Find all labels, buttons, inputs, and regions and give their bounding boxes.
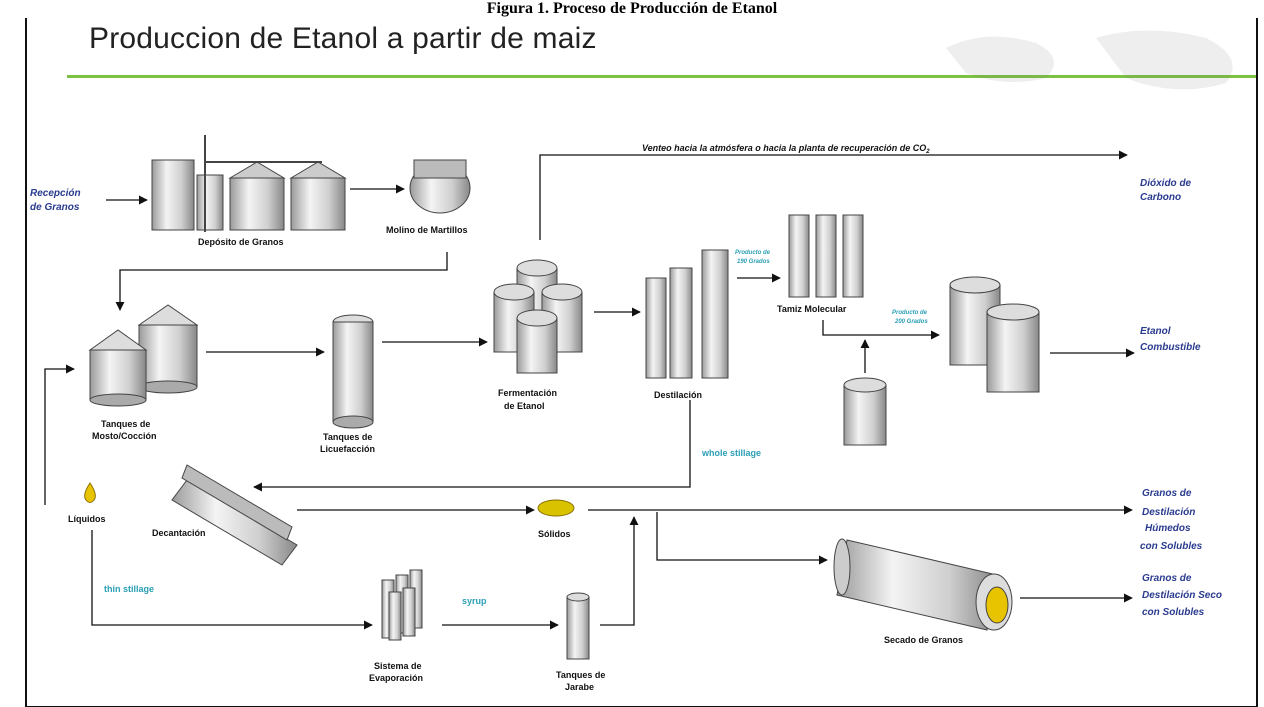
hammer-mill-icon [409,159,471,214]
flow-arrows [44,150,1135,630]
label-tanques-mosto-1: Tanques de [101,419,150,429]
label-tanques-mosto-2: Mosto/Cocción [92,431,157,441]
label-producto190-1: Producto de [735,250,771,256]
liquid-drop-icon [84,482,96,503]
process-diagram: Recepción de Granos Depósito de Granos M… [30,135,1222,692]
title-underline [67,75,1256,78]
label-solidos: Sólidos [538,529,571,539]
output-humedos-1: Granos de [1142,488,1192,499]
output-secos-1: Granos de [1142,573,1192,584]
label-syrup: syrup [462,596,487,606]
silo-storage-icon [151,135,347,232]
label-thin-stillage: thin stillage [104,584,154,594]
output-co2-1: Dióxido de [1140,178,1192,189]
label-producto190-2: 190 Grados [737,259,770,265]
label-destilacion: Destilación [654,390,702,400]
denaturant-tank-icon [843,377,887,446]
input-recepcion-line2: de Granos [30,202,80,213]
figure-caption: Figura 1. Proceso de Producción de Etano… [486,0,778,17]
label-deposito: Depósito de Granos [198,237,284,247]
syrup-tank-icon [566,592,590,660]
evaporator-icon [381,569,423,641]
ethanol-storage-tank-icon [949,276,1040,393]
label-molino: Molino de Martillos [386,225,468,235]
output-humedos-4: con Solubles [1140,541,1203,552]
label-jarabe-2: Jarabe [565,682,594,692]
output-humedos-3: Húmedos [1145,523,1191,534]
label-fermentacion-2: de Etanol [504,401,545,411]
distillation-column-icon [645,249,729,379]
label-licuefaccion-2: Licuefacción [320,444,375,454]
decanter-icon [171,464,298,566]
label-jarabe-1: Tanques de [556,670,605,680]
label-fermentacion-1: Fermentación [498,388,557,398]
label-tamiz: Tamiz Molecular [777,304,847,314]
molecular-sieve-icon [788,214,864,298]
label-producto200-2: 200 Grados [894,319,928,325]
input-recepcion-line1: Recepción [30,188,81,199]
label-licuefaccion-1: Tanques de [323,432,372,442]
solids-pile-icon [537,499,575,517]
label-producto200-1: Producto de [892,310,928,316]
output-co2-2: Carbono [1140,192,1181,203]
mash-tank-icon [88,304,199,407]
output-secos-3: con Solubles [1142,607,1205,618]
slide-panel: Produccion de Etanol a partir de maiz [25,18,1258,707]
label-venteo: Venteo hacia la atmósfera o hacia la pla… [642,143,930,155]
output-secos-2: Destilación Seco [1142,590,1222,601]
dryer-drum-icon [833,538,1013,631]
label-liquidos: Líquidos [68,514,106,524]
label-evaporacion-2: Evaporación [369,673,423,683]
world-map-watermark [946,30,1233,90]
label-whole-stillage: whole stillage [701,448,761,458]
output-etanol-1: Etanol [1140,326,1171,337]
output-humedos-2: Destilación [1142,507,1195,518]
label-evaporacion-1: Sistema de [374,661,422,671]
fermentation-tank-icon [493,259,583,374]
slide-title: Produccion de Etanol a partir de maiz [89,22,597,55]
label-secado: Secado de Granos [884,635,963,645]
label-decantacion: Decantación [152,528,206,538]
liquefaction-tank-icon [332,314,374,429]
output-etanol-2: Combustible [1140,342,1201,353]
